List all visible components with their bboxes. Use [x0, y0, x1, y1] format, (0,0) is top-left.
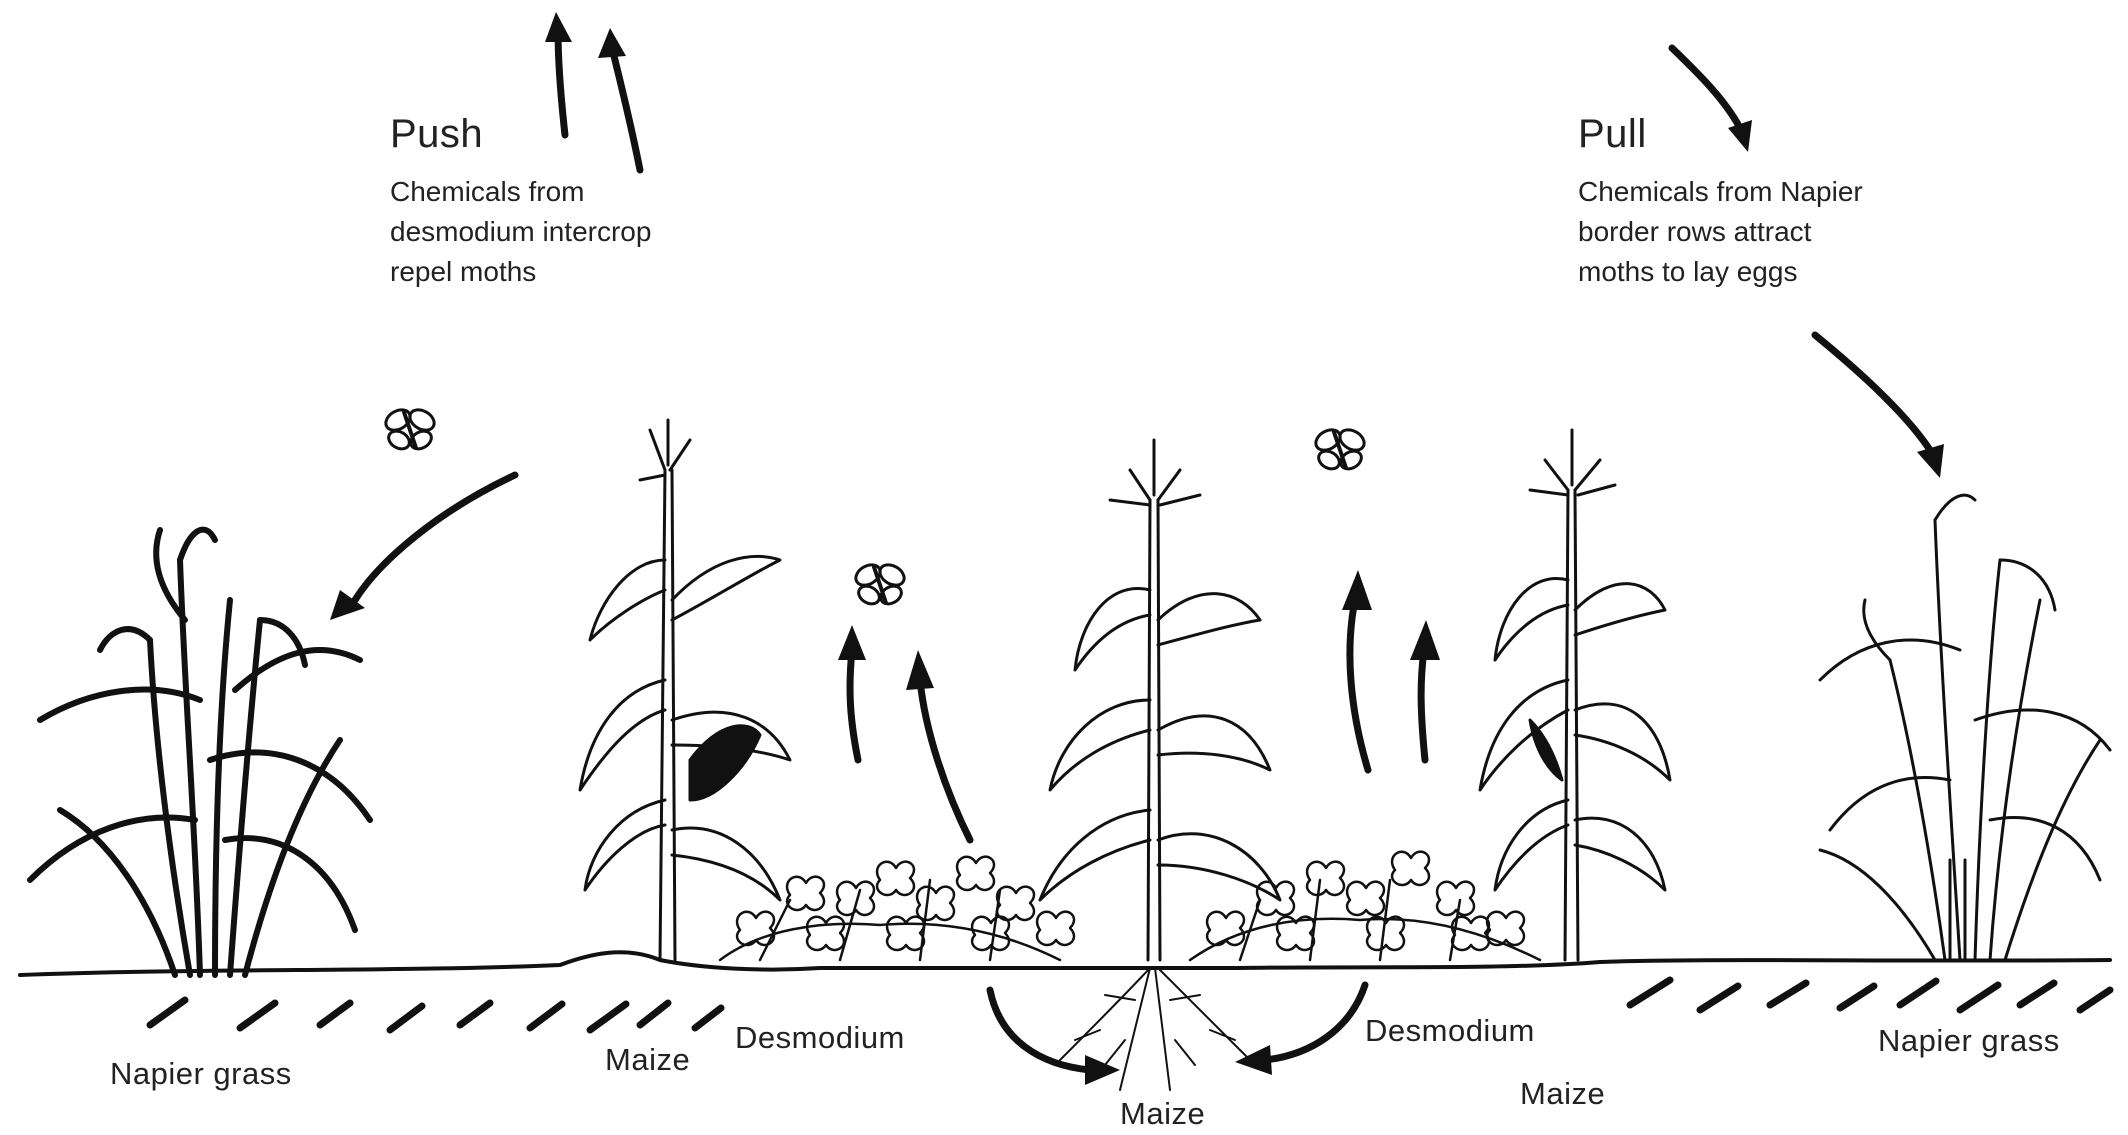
pull-description: Chemicals from Napier border rows attrac… — [1578, 172, 1863, 292]
desmodium-right — [1190, 852, 1540, 960]
napier-grass-left — [30, 530, 370, 975]
desmodium-to-roots-arrows-icon — [990, 985, 1365, 1085]
moth-icon — [1312, 426, 1368, 473]
label-desmodium-right: Desmodium — [1365, 1013, 1535, 1049]
moth-icon — [852, 561, 908, 608]
pull-heading: Pull — [1578, 112, 1647, 157]
label-maize-center: Maize — [1120, 1096, 1205, 1132]
desmodium-left — [720, 857, 1074, 960]
push-heading: Push — [390, 112, 483, 157]
maize-plant-right — [1480, 430, 1670, 960]
soil-hatching — [150, 980, 2110, 1030]
label-napier-grass-right: Napier grass — [1878, 1023, 2060, 1059]
label-maize-right: Maize — [1520, 1076, 1605, 1112]
moth-icon — [382, 406, 438, 453]
push-description: Chemicals from desmodium intercrop repel… — [390, 172, 651, 292]
push-arrow-icon — [545, 12, 640, 170]
desmodium-left-arrows-icon — [838, 625, 970, 840]
ground-line — [20, 952, 2110, 975]
napier-grass-right — [1820, 495, 2110, 960]
moth-to-napier-left-arrow-icon — [330, 475, 515, 620]
label-maize-left: Maize — [605, 1042, 690, 1078]
label-napier-grass-left: Napier grass — [110, 1056, 292, 1092]
desmodium-right-arrows-icon — [1342, 570, 1440, 770]
label-desmodium-left: Desmodium — [735, 1020, 905, 1056]
maize-plant-center — [1040, 440, 1280, 960]
maize-plant-left — [580, 420, 790, 960]
